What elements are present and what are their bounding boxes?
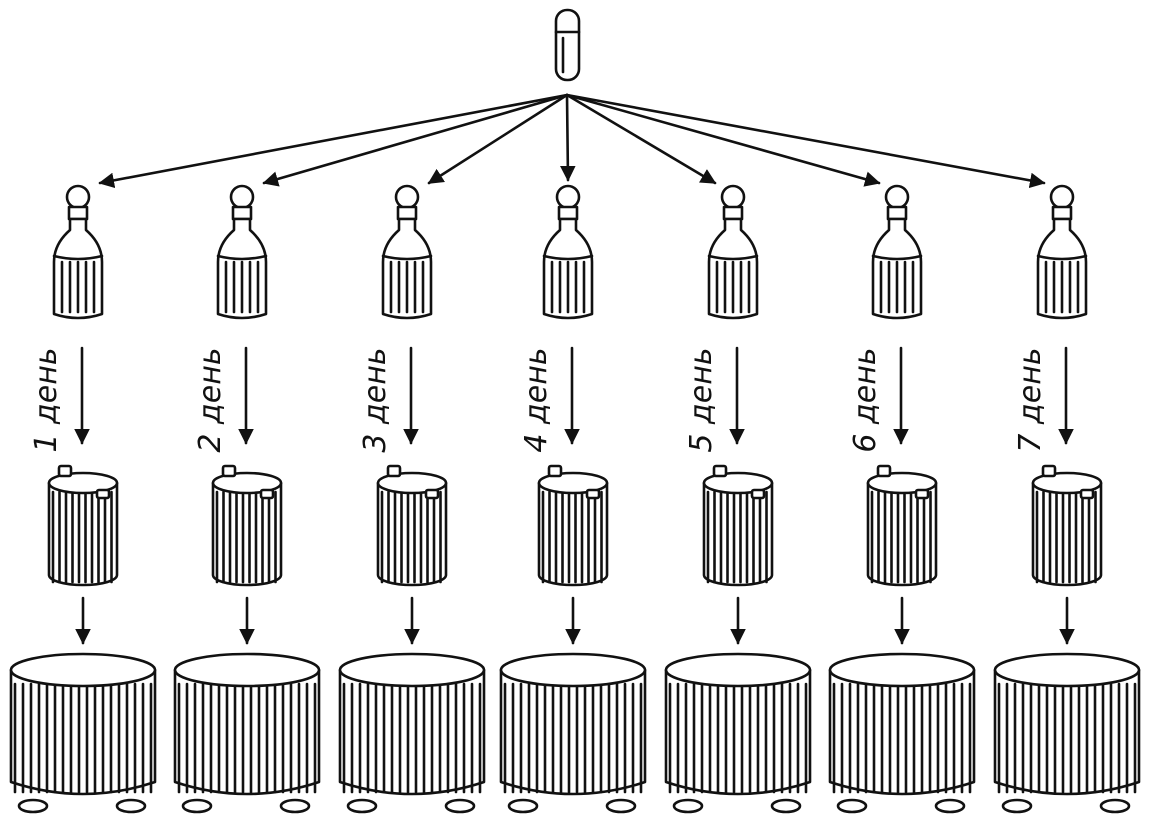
column-1: 1 день	[9, 184, 157, 814]
bottle-icon	[216, 184, 268, 320]
vat-icon	[993, 652, 1141, 814]
bottle-icon	[542, 184, 594, 320]
distribution-arrows	[98, 93, 1046, 189]
arrow-to-bottle-3	[427, 93, 569, 185]
bottle-icon	[52, 184, 104, 320]
bottle-icon	[381, 184, 433, 320]
day-label: 6 день	[848, 347, 883, 452]
bottle-icon	[1036, 184, 1088, 320]
arrow-to-bottle-6	[565, 93, 881, 187]
jar-icon	[376, 464, 448, 587]
vat-icon	[173, 652, 321, 814]
arrow-to-bottle-7	[565, 93, 1046, 189]
day-label: 2 день	[193, 347, 228, 452]
column-6: 6 день	[828, 184, 976, 814]
vat-icon	[9, 652, 157, 814]
column-7: 7 день	[993, 184, 1141, 814]
column-5: 5 день	[664, 184, 812, 814]
vat-icon	[499, 652, 647, 814]
vat-icon	[338, 652, 486, 814]
vat-icon	[664, 652, 812, 814]
day-label: 7 день	[1013, 347, 1048, 452]
jar-icon	[47, 464, 119, 587]
day-label: 3 день	[358, 347, 393, 452]
arrow-to-bottle-1	[98, 93, 569, 189]
column-3: 3 день	[338, 184, 486, 814]
arrow-to-bottle-2	[262, 93, 569, 187]
jar-icon	[1031, 464, 1103, 587]
column-4: 4 день	[499, 184, 647, 814]
bottle-icon	[707, 184, 759, 320]
day-label: 4 день	[519, 347, 554, 452]
jar-icon	[211, 464, 283, 587]
jar-icon	[866, 464, 938, 587]
arrow-to-bottle-5	[565, 93, 717, 185]
day-columns: 1 день 2 день 3 день 4 день 5 день 6 день 7 де…	[9, 184, 1141, 814]
vat-icon	[828, 652, 976, 814]
jar-icon	[537, 464, 609, 587]
jar-icon	[702, 464, 774, 587]
ampoule-icon	[554, 8, 581, 82]
day-label: 1 день	[29, 347, 64, 452]
arrow-to-bottle-4	[560, 93, 576, 182]
column-2: 2 день	[173, 184, 321, 814]
bottle-icon	[871, 184, 923, 320]
day-label: 5 день	[684, 347, 719, 452]
